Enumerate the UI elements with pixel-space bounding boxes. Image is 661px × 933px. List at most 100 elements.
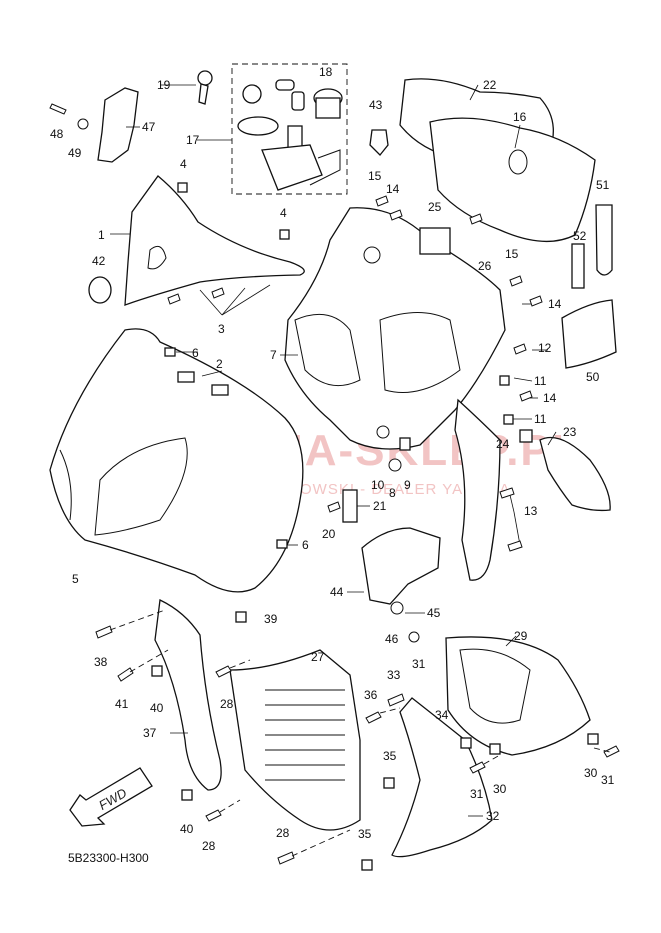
callout: 10 <box>371 478 385 492</box>
fwd-arrow-icon: FWD <box>69 767 153 827</box>
part-grommet-43 <box>369 129 389 156</box>
callout: 33 <box>387 668 401 682</box>
washer-49 <box>77 118 89 130</box>
callout: 44 <box>330 585 344 599</box>
callout: 11 <box>534 374 547 388</box>
callout: 4 <box>180 157 187 171</box>
part-key-set <box>237 79 343 191</box>
part-lower-cover-37 <box>154 599 222 791</box>
washer-46 <box>390 601 404 615</box>
callout: 14 <box>548 297 562 311</box>
assembly-dash-lines <box>109 609 611 857</box>
callout: 31 <box>601 773 615 787</box>
callout: 30 <box>493 782 507 796</box>
callout: 46 <box>385 632 399 646</box>
callout: 1 <box>98 228 105 242</box>
callout: 41 <box>115 697 129 711</box>
part-side-rail-13 <box>454 398 501 581</box>
callout: 45 <box>427 606 441 620</box>
callout: 50 <box>586 370 600 384</box>
callout: 47 <box>142 120 156 134</box>
callout: 12 <box>538 341 552 355</box>
callout: 31 <box>412 657 426 671</box>
callout: 8 <box>389 486 396 500</box>
fasteners <box>95 182 620 871</box>
callout: 52 <box>573 229 587 243</box>
callout: 20 <box>322 527 336 541</box>
callout: 9 <box>404 478 411 492</box>
diagram-code: 5B23300-H300 <box>68 851 149 865</box>
callout: 3 <box>218 322 225 336</box>
callout: 6 <box>302 538 309 552</box>
callout: 51 <box>596 178 610 192</box>
part-bracket-25 <box>419 227 451 255</box>
callout: 42 <box>92 254 106 268</box>
callout: 28 <box>276 826 290 840</box>
key-set-box <box>231 63 348 195</box>
callout: 38 <box>94 655 108 669</box>
callout-labels: 1 2 3 4 4 5 6 6 7 8 9 10 11 11 12 13 14 … <box>50 65 615 853</box>
part-cover-50 <box>561 299 617 369</box>
callout: 13 <box>524 504 538 518</box>
callout: 15 <box>505 247 519 261</box>
part-sticker-52 <box>571 243 585 289</box>
callout: 11 <box>534 412 547 426</box>
screw-48 <box>49 103 67 115</box>
part-bracket-44 <box>361 527 441 605</box>
callout: 24 <box>496 437 510 451</box>
callout: 37 <box>143 726 157 740</box>
callout: 6 <box>192 346 199 360</box>
callout: 31 <box>470 787 484 801</box>
callout: 49 <box>68 146 82 160</box>
callout: 14 <box>543 391 557 405</box>
part-rear-cover-29 <box>445 636 591 756</box>
callout: 35 <box>383 749 397 763</box>
part-emblem-42 <box>88 276 112 304</box>
clip-6-top <box>164 347 176 357</box>
callout: 34 <box>435 708 449 722</box>
part-side-cover-23 <box>539 436 611 512</box>
callout: 27 <box>311 650 325 664</box>
pad-2b <box>211 384 229 396</box>
callout: 39 <box>264 612 278 626</box>
callout: 4 <box>280 206 287 220</box>
grille-slats <box>265 689 345 781</box>
pad-2a <box>177 371 195 383</box>
callout: 14 <box>386 182 400 196</box>
leader-lines <box>110 84 557 817</box>
callout: 28 <box>220 697 234 711</box>
part-grille-panel-27 <box>229 649 361 831</box>
callout: 32 <box>486 809 500 823</box>
callout: 23 <box>563 425 577 439</box>
part-strap-51 <box>595 204 613 276</box>
part-front-panel-5 <box>49 328 304 593</box>
callout: 19 <box>157 78 171 92</box>
callout: 15 <box>368 169 382 183</box>
clip-24 <box>519 429 533 443</box>
callout: 43 <box>369 98 383 112</box>
callout: 17 <box>186 133 200 147</box>
callout: 26 <box>478 259 492 273</box>
callout: 16 <box>513 110 527 124</box>
callout: 7 <box>270 348 277 362</box>
callout: 5 <box>72 572 79 586</box>
callout: 36 <box>364 688 378 702</box>
part-meter-cover-16 <box>429 117 596 243</box>
part-key <box>197 70 213 105</box>
callout: 35 <box>358 827 372 841</box>
callout: 29 <box>514 629 528 643</box>
callout: 30 <box>584 766 598 780</box>
callout: 21 <box>373 499 387 513</box>
part-front-cover-1 <box>124 175 305 306</box>
callout: 40 <box>180 822 194 836</box>
callout: 28 <box>202 839 216 853</box>
callout: 22 <box>483 78 497 92</box>
callout: 18 <box>319 65 333 79</box>
callout: 2 <box>216 357 223 371</box>
part-bracket-47 <box>97 87 139 163</box>
part-plate-21 <box>342 489 358 523</box>
callout: 48 <box>50 127 64 141</box>
callout: 25 <box>428 200 442 214</box>
clip-6-bottom <box>276 539 288 549</box>
